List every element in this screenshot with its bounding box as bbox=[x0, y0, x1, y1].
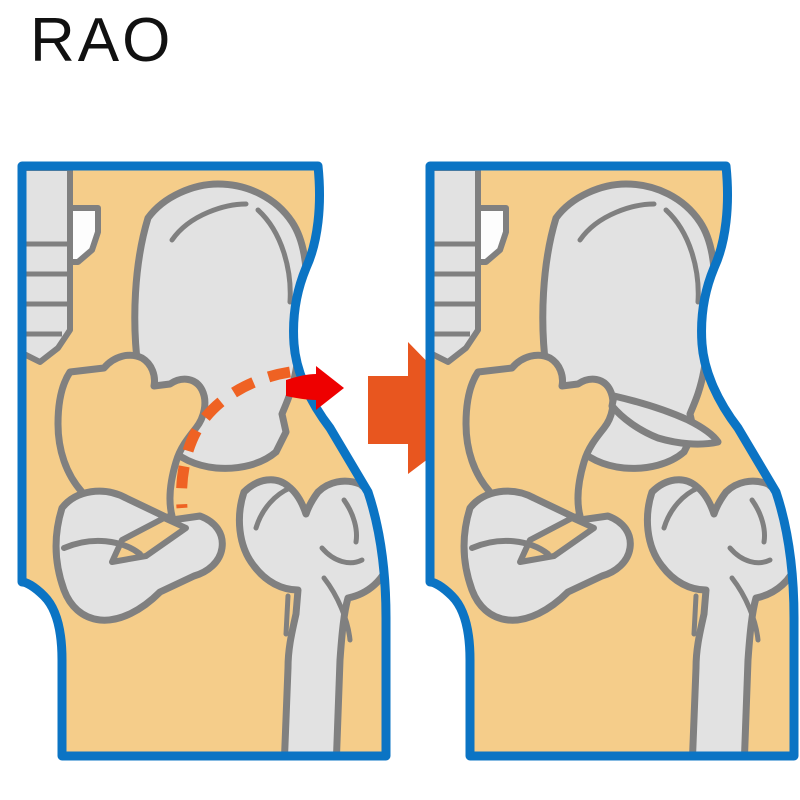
femur-group bbox=[643, 476, 794, 756]
panel-before bbox=[17, 161, 391, 761]
femoral-head-contour bbox=[253, 485, 293, 531]
acetabular-fragment bbox=[54, 351, 209, 528]
procedure-arrow-shape bbox=[368, 342, 482, 474]
iliac-crest-line bbox=[169, 201, 249, 243]
rotation-arrow-shape bbox=[286, 366, 344, 410]
acetabular-coverage-spur bbox=[608, 392, 722, 448]
acetabulum-group bbox=[54, 351, 209, 528]
pubis-ischium-group bbox=[52, 487, 226, 624]
iliac-crest-line bbox=[577, 201, 657, 243]
greater-trochanter-line-1 bbox=[341, 497, 359, 545]
sacrum-body bbox=[22, 166, 73, 365]
pubic-ramus-line bbox=[469, 537, 551, 557]
body-outline-before bbox=[17, 161, 391, 761]
ilium-inner-contour bbox=[663, 207, 701, 305]
page-title: RAO bbox=[30, 6, 174, 75]
femoral-head-contour bbox=[661, 485, 701, 531]
sacrum-group bbox=[430, 166, 509, 365]
sacral-ala bbox=[475, 205, 509, 265]
pubis-ischium-group bbox=[460, 487, 634, 624]
rotated-acetabular-fragment bbox=[462, 351, 617, 528]
femur-group bbox=[235, 476, 386, 756]
sacrum-group bbox=[22, 166, 101, 365]
osteotomy-dashed-line bbox=[176, 366, 291, 509]
panel-after bbox=[425, 161, 799, 761]
lesser-trochanter-line bbox=[283, 593, 291, 637]
procedure-arrow bbox=[368, 342, 482, 474]
greater-trochanter-line-2 bbox=[319, 545, 365, 566]
greater-trochanter-line-1 bbox=[749, 497, 767, 545]
intertrochanteric-line bbox=[321, 575, 353, 643]
femur-silhouette bbox=[235, 476, 386, 756]
sacral-ala bbox=[67, 205, 101, 265]
body-outline-after bbox=[425, 161, 799, 761]
rotated-acetabular-fragment-group bbox=[462, 351, 722, 528]
ilium-inner-contour bbox=[255, 207, 293, 305]
pubic-ramus-line bbox=[61, 537, 143, 557]
sacrum-body bbox=[430, 166, 481, 365]
greater-trochanter-line-2 bbox=[727, 545, 773, 566]
lesser-trochanter-line bbox=[691, 593, 699, 637]
rotation-direction-arrow bbox=[286, 366, 344, 410]
femur-silhouette bbox=[643, 476, 794, 756]
intertrochanteric-line bbox=[729, 575, 761, 643]
